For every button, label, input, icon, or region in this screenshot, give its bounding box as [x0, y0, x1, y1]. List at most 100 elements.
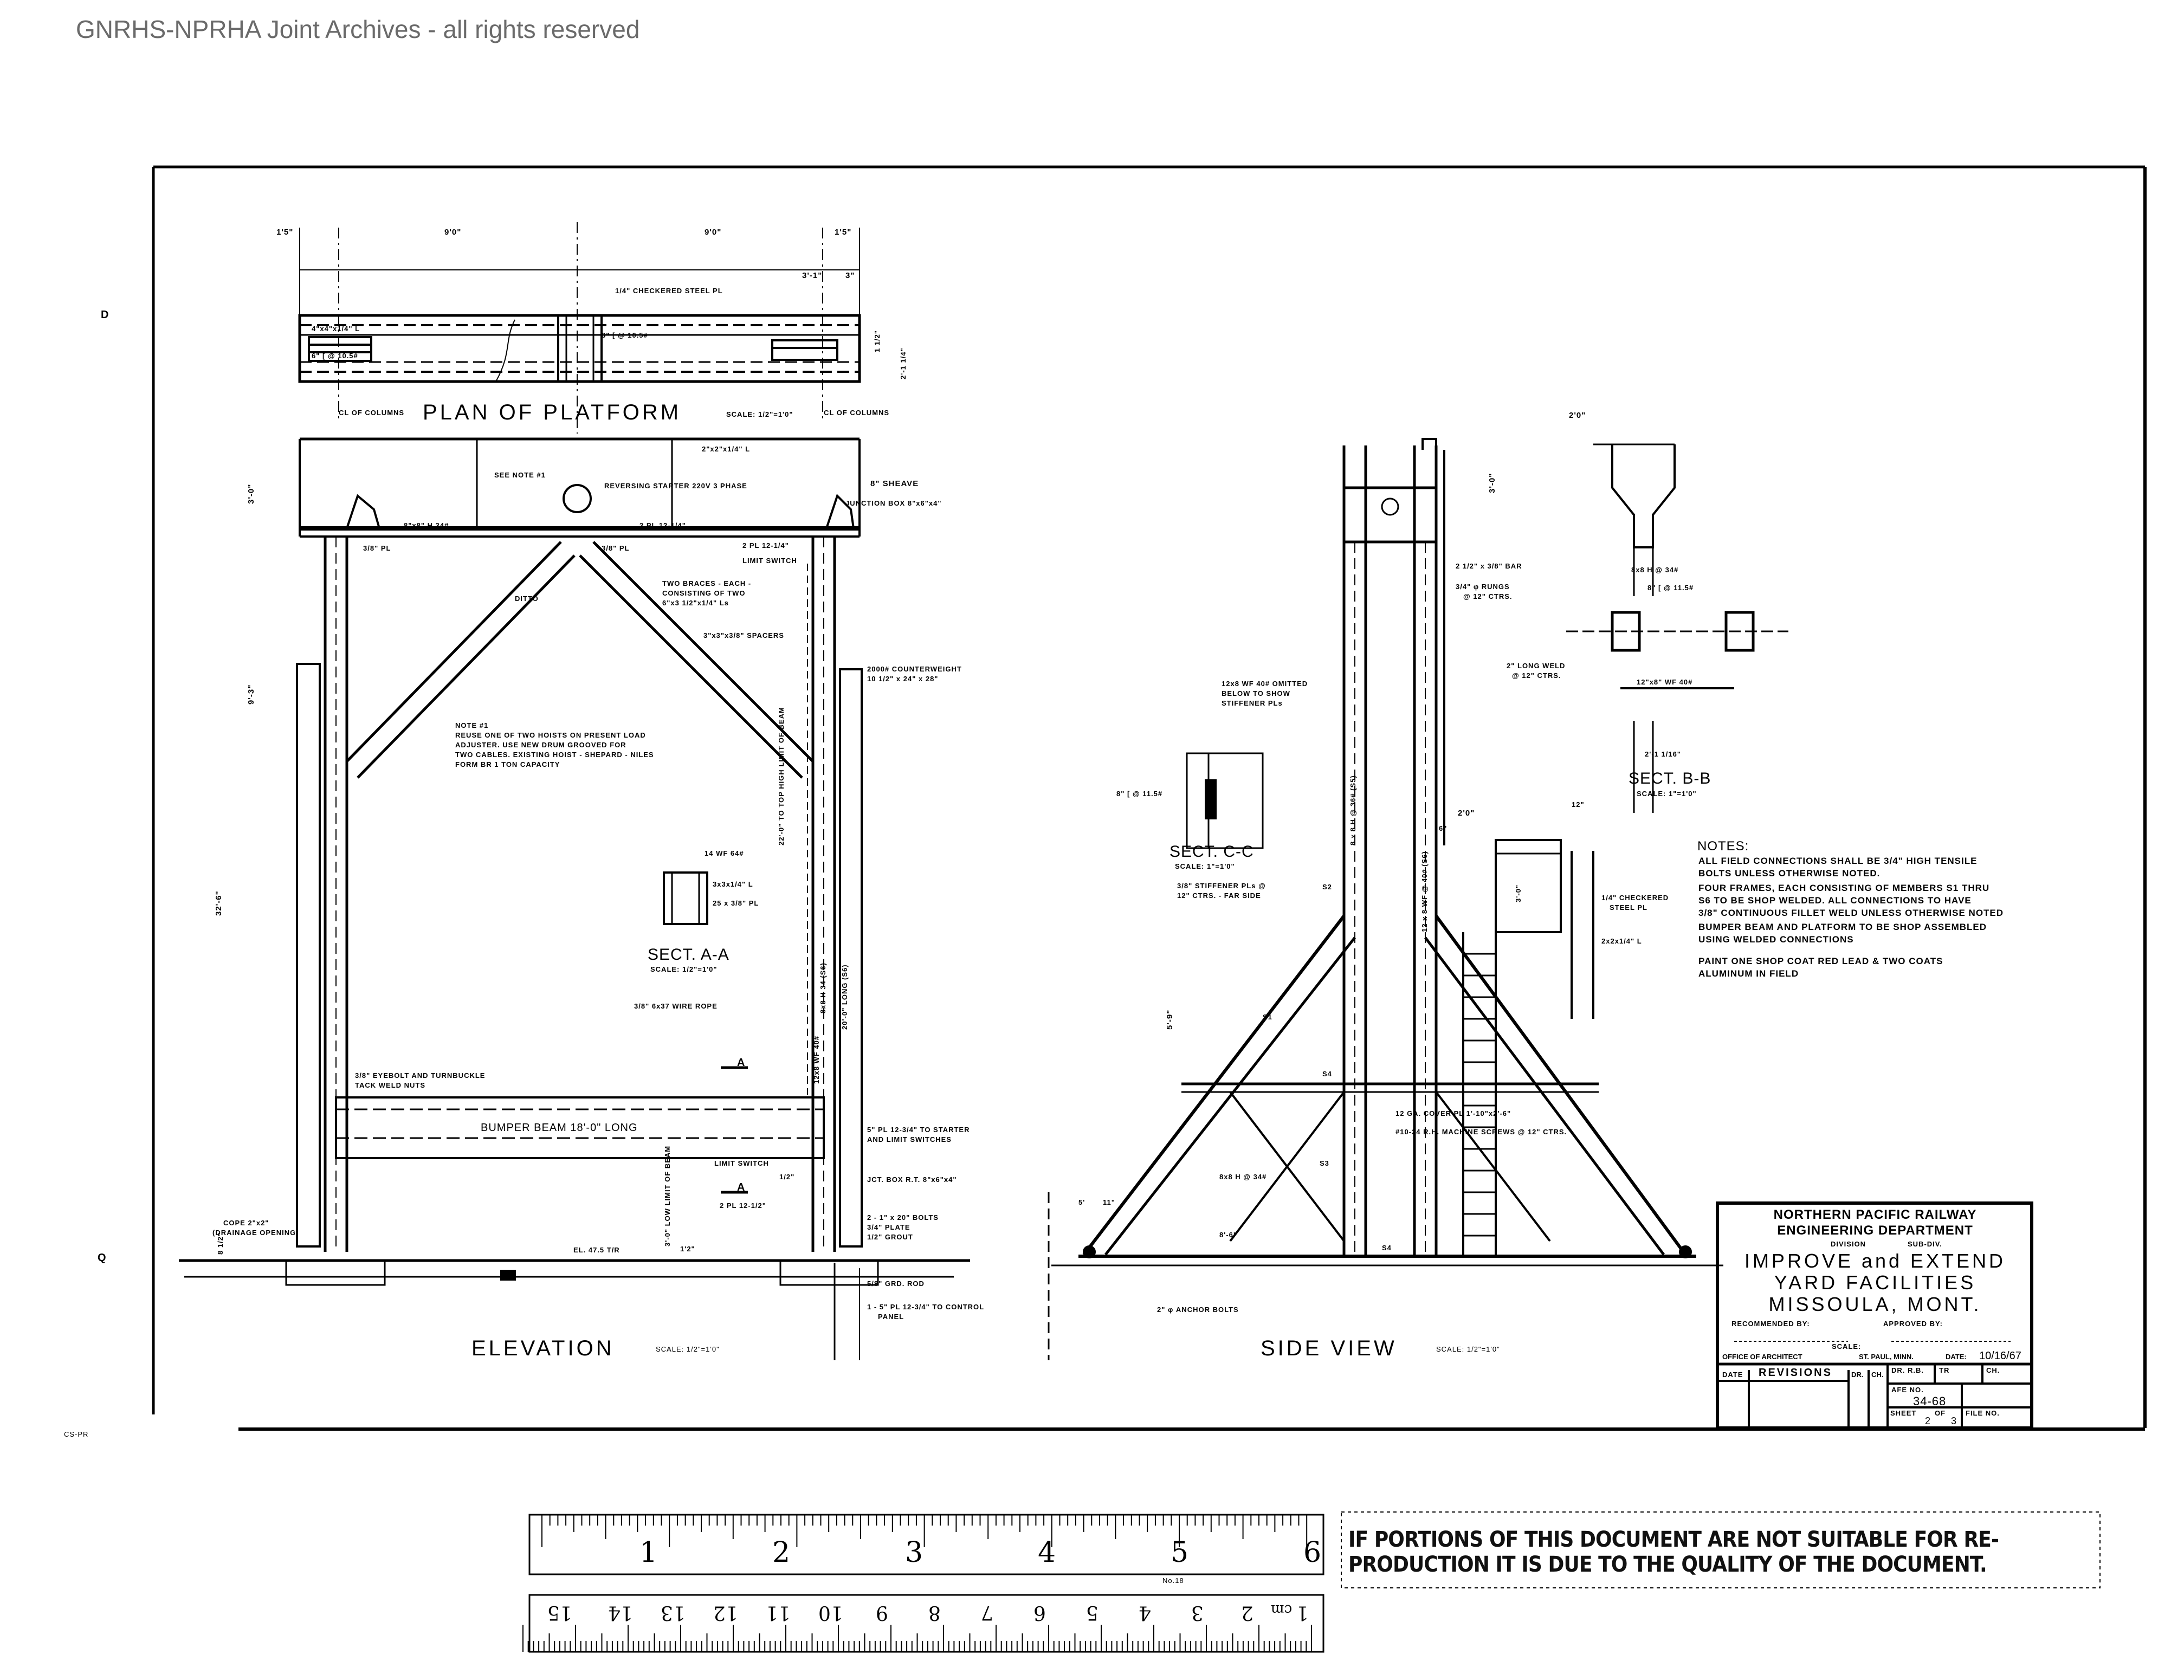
side-label: 2x2x1/4" L — [1601, 937, 1642, 945]
drawing-title-line: MISSOULA, MONT. — [1768, 1293, 1982, 1315]
elev-label: JCT. BOX R.T. 8"x6"x4" — [867, 1175, 957, 1184]
elev-label: 8"x8" H 34# — [404, 521, 449, 529]
side-dim: 2'0" — [1569, 411, 1586, 420]
side-label: STIFFENER PLs — [1222, 699, 1283, 707]
section-bb-label: @ 12" CTRS. — [1512, 671, 1561, 680]
division-label: DIVISION — [1831, 1240, 1866, 1248]
section-cc-scale: SCALE: 1"=1'0" — [1175, 862, 1235, 870]
note-1-heading: NOTE #1 — [455, 721, 489, 729]
note-1-line: FORM BR 1 TON CAPACITY — [455, 760, 560, 768]
note-1-line: REUSE ONE OF TWO HOISTS ON PRESENT LOAD — [455, 731, 646, 739]
cm-label: 4 — [1139, 1601, 1151, 1624]
plan-of-platform — [298, 222, 861, 434]
side-dim: 5'-9" — [1165, 1009, 1174, 1030]
elev-label: DITTO — [515, 595, 539, 603]
revisions-ch-header: CH. — [1871, 1371, 1884, 1379]
elev-dim: 3'-0" LOW LIMIT OF BEAM — [663, 1145, 671, 1246]
note-line: ALUMINUM IN FIELD — [1698, 968, 1799, 979]
note-line: BOLTS UNLESS OTHERWISE NOTED. — [1698, 868, 1881, 878]
side-label: 8" [ @ 11.5# — [1116, 790, 1163, 798]
inch-label: 6 — [1303, 1536, 1322, 1569]
subdiv-label: SUB-DIV. — [1908, 1240, 1942, 1248]
member-label: S2 — [1322, 883, 1332, 891]
revisions-header: REVISIONS — [1759, 1367, 1832, 1379]
plan-dim: 1'5" — [276, 228, 294, 237]
traced-by-label: TR — [1939, 1366, 1950, 1374]
side-label: 3/4" φ RUNGS — [1456, 583, 1510, 591]
inch-label: 4 — [1038, 1536, 1056, 1569]
elev-label: 8" SHEAVE — [870, 479, 919, 488]
note-line: PAINT ONE SHOP COAT RED LEAD & TWO COATS — [1698, 956, 1943, 966]
plan-dim: 9'0" — [444, 228, 462, 237]
elev-label: 2 - 1" x 20" BOLTS — [867, 1213, 939, 1222]
banner-line: IF PORTIONS OF THIS DOCUMENT ARE NOT SUI… — [1348, 1527, 1999, 1552]
cm-ruler — [522, 1594, 1324, 1653]
cm-label: 3 — [1191, 1601, 1204, 1624]
afe-number: 34-68 — [1913, 1394, 1947, 1408]
elev-label: JUNCTION BOX 8"x6"x4" — [845, 499, 942, 507]
elev-label: 1/2" — [779, 1173, 795, 1181]
sheet-label: SHEET — [1890, 1409, 1917, 1417]
elev-label: 3"x3"x3/8" SPACERS — [703, 631, 784, 639]
of-label: OF — [1935, 1409, 1946, 1417]
member-label: S4 — [1322, 1070, 1332, 1078]
section-bb-scale: SCALE: 1"=1'0" — [1637, 790, 1697, 798]
afe-label: AFE NO. — [1891, 1386, 1924, 1394]
cm-label: 13 — [661, 1601, 686, 1624]
elev-label: TACK WELD NUTS — [355, 1081, 426, 1089]
plan-dim: 1'5" — [835, 228, 852, 237]
cm-unit: cm — [1271, 1601, 1293, 1618]
ruler-model: No.18 — [1162, 1576, 1184, 1585]
cm-label: 2 — [1241, 1601, 1253, 1624]
note-line: 3/8" CONTINUOUS FILLET WELD UNLESS OTHER… — [1698, 908, 2004, 918]
side-label: 2" φ ANCHOR BOLTS — [1157, 1306, 1239, 1314]
plan-dim: 3'-1" — [802, 271, 823, 280]
side-label: 12 GA. COVER PL 1'-10"x2'-6" — [1395, 1109, 1511, 1117]
elev-label: 14 WF 64# — [705, 849, 744, 857]
inch-label: 1 — [639, 1536, 658, 1569]
cm-label: 10 — [818, 1601, 843, 1624]
cm-label: 15 — [547, 1601, 572, 1624]
elev-label: PANEL — [878, 1313, 904, 1321]
sheet-total: 3 — [1951, 1416, 1957, 1426]
elev-label: LIMIT SWITCH — [742, 557, 797, 565]
side-label: 12 x 8 WF @ 40# (S6) — [1420, 851, 1429, 932]
section-cc-title: SECT. C-C — [1169, 843, 1254, 861]
elev-label: 3x3x1/4" L — [713, 880, 753, 888]
elev-dim: 1'2" — [680, 1245, 695, 1253]
plan-label: 6" [ @ 10.5# — [602, 331, 648, 339]
margin-mark: D — [101, 309, 109, 321]
plan-label: 1/4" CHECKERED STEEL PL — [615, 287, 723, 295]
drawn-by: DR. R.B. — [1891, 1366, 1924, 1374]
plan-label: CL OF COLUMNS — [824, 409, 890, 417]
elev-label: 3/8" PL — [602, 544, 630, 552]
elev-label: 3/8" 6x37 WIRE ROPE — [634, 1002, 718, 1010]
elev-dim: 22'-0" TO TOP HIGH LIMIT OF BEAM — [777, 707, 785, 845]
elev-label: 6"x3 1/2"x1/4" Ls — [662, 599, 729, 607]
drawing-date: 10/16/67 — [1979, 1350, 2021, 1362]
cm-label: 8 — [928, 1601, 941, 1624]
side-label: #10-24 R.H. MACHINE SCREWS @ 12" CTRS. — [1395, 1128, 1567, 1136]
approved-by-label: APPROVED BY: — [1883, 1320, 1943, 1328]
inch-label: 5 — [1171, 1536, 1189, 1569]
title-block-frame — [1716, 1201, 2033, 1430]
elevation-view — [179, 437, 970, 1360]
note-1-line: ADJUSTER. USE NEW DRUM GROOVED FOR — [455, 741, 626, 749]
drawing-title-line: IMPROVE and EXTEND — [1744, 1250, 2006, 1272]
banner-frame — [1341, 1511, 2101, 1588]
recommended-by-label: RECOMMENDED BY: — [1731, 1320, 1810, 1328]
elev-label: TWO BRACES - EACH - — [662, 579, 752, 587]
banner-line: PRODUCTION IT IS DUE TO THE QUALITY OF T… — [1348, 1552, 1987, 1577]
revisions-date-header: DATE — [1722, 1371, 1743, 1379]
section-bb-label: 12"x8" WF 40# — [1637, 678, 1693, 686]
margin-mark: Q — [98, 1252, 107, 1264]
cm-label: 14 — [608, 1601, 633, 1624]
plan-label: 6" [ @ 10.5# — [312, 352, 358, 360]
elev-label: 25 x 3/8" PL — [713, 899, 759, 907]
side-label: 12x8 WF 40# OMITTED — [1222, 680, 1308, 688]
plan-title: PLAN OF PLATFORM — [423, 400, 682, 424]
side-dim: 6" — [1439, 824, 1448, 832]
elev-label: 1/2" GROUT — [867, 1233, 913, 1241]
date-label: DATE: — [1946, 1353, 1967, 1361]
